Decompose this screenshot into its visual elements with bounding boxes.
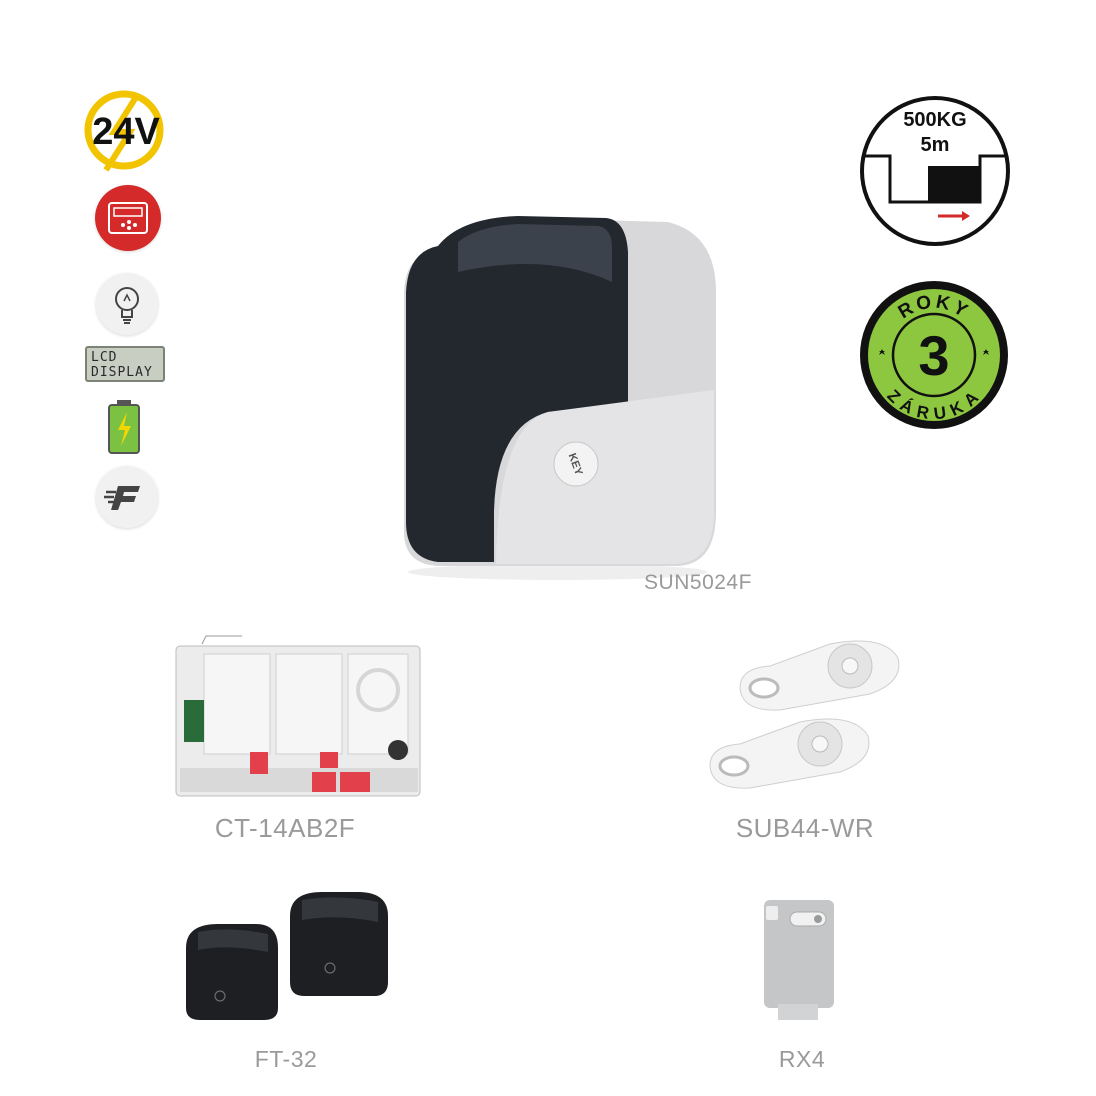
control-board-image (172, 632, 424, 800)
control-panel-icon (95, 185, 161, 251)
photocells-label: FT-32 (254, 1046, 318, 1072)
receiver-label: RX4 (778, 1046, 826, 1072)
control-board-label: CT-14AB2F (214, 813, 356, 843)
lcd-display-icon: LCD DISPLAY (85, 346, 165, 382)
load-capacity-badge: 500KG 5m (858, 94, 1012, 248)
remote-controls-image (700, 630, 900, 802)
voltage-label: 24V (92, 111, 160, 153)
warranty-number-label: 3 (918, 324, 949, 387)
load-weight-label: 500KG (903, 109, 966, 131)
motor-label: SUN5024F (644, 571, 752, 594)
motor-image: KEY (398, 212, 718, 582)
lcd-line-2: DISPLAY (91, 365, 153, 380)
remote-controls-label: SUB44-WR (735, 813, 875, 843)
light-bulb-icon (96, 273, 158, 335)
lcd-line-1: LCD (91, 350, 118, 365)
receiver-image (758, 896, 840, 1024)
photocells-image (178, 888, 394, 1024)
warranty-badge: ROKY ZÁRUKA 3 (857, 278, 1011, 432)
voltage-icon: 24V (80, 86, 172, 176)
battery-icon (106, 398, 142, 456)
fast-brand-icon (96, 466, 158, 528)
load-length-label: 5m (921, 134, 950, 156)
